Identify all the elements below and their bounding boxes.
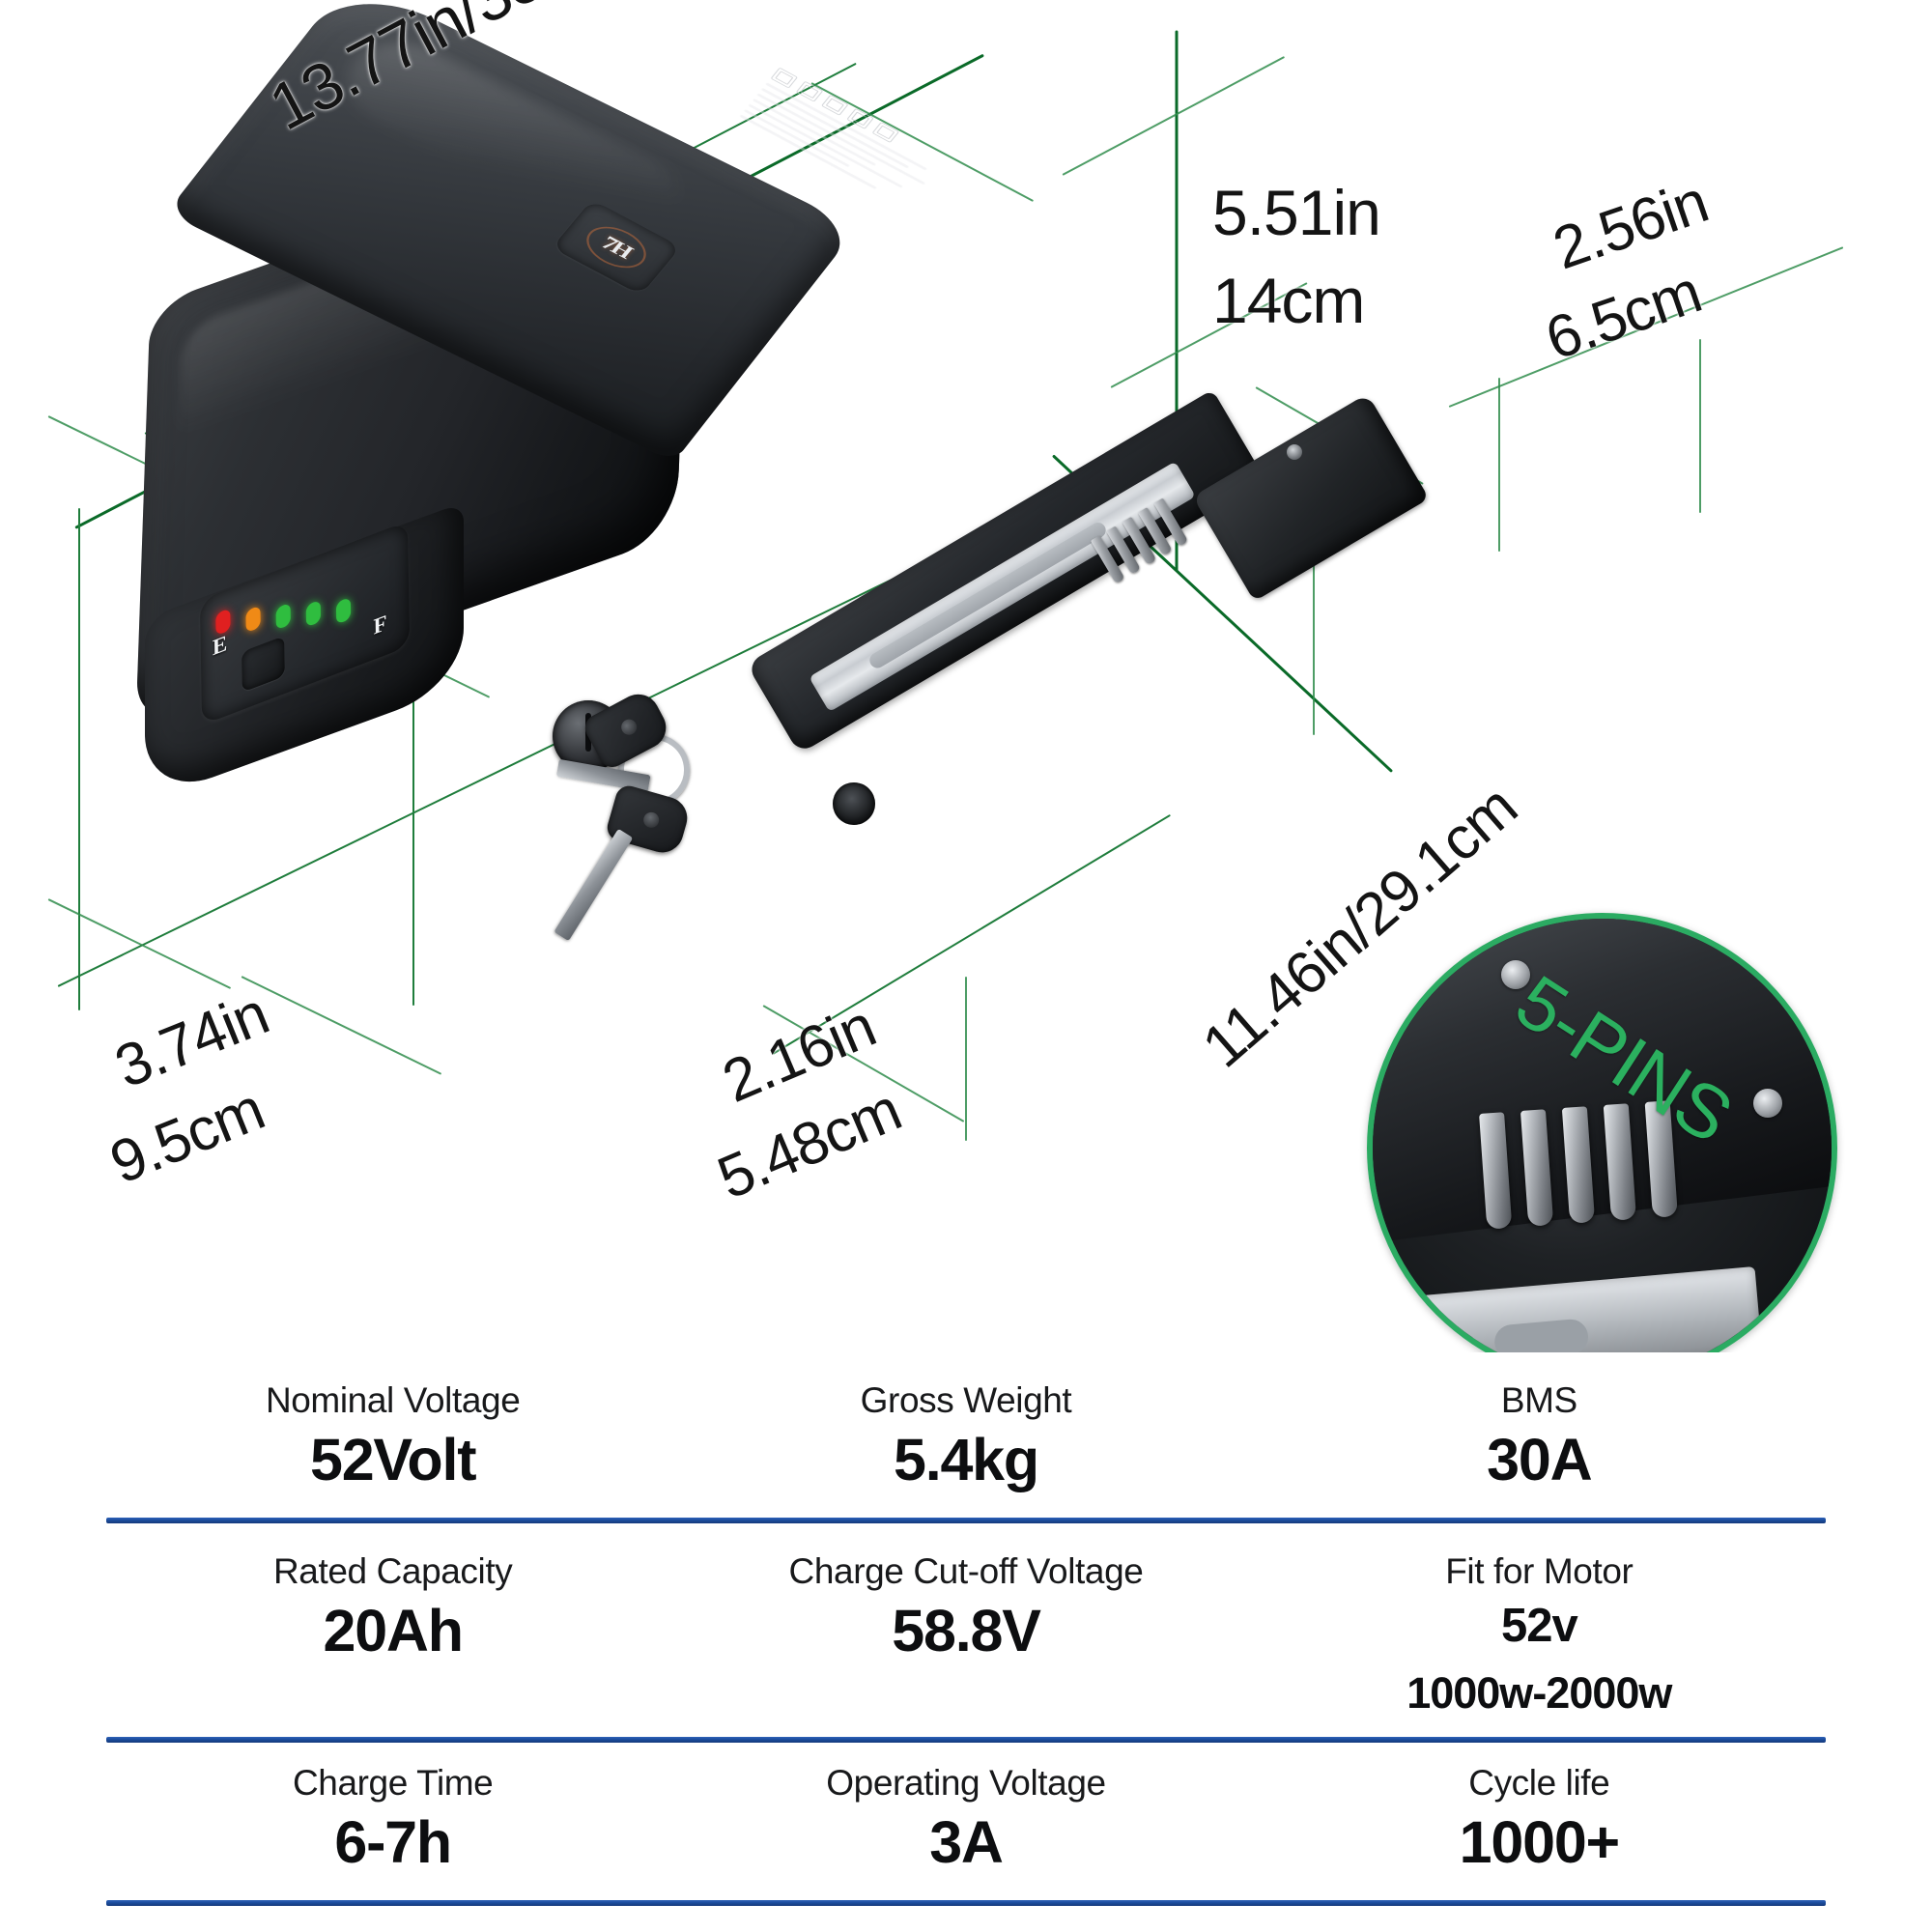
inset-pin-3 [1561, 1105, 1596, 1224]
spec-key-charge-cutoff-voltage: Charge Cut-off Voltage [788, 1551, 1144, 1591]
no-water-icon [871, 122, 900, 144]
dimension-line-left-vertical [78, 508, 80, 1010]
spec-key-operating-voltage: Operating Voltage [826, 1763, 1106, 1804]
no-fire-icon [820, 94, 849, 116]
spec-row-3: Charge Time 6-7h Operating Voltage 3A Cy… [0, 1743, 1932, 1900]
led-full-label: F [373, 610, 387, 639]
spec-value-gross-weight: 5.4kg [893, 1426, 1039, 1492]
inset-screw-1 [1501, 959, 1530, 989]
spec-key-nominal-voltage: Nominal Voltage [265, 1380, 521, 1420]
spec-value-fit-for-motor-voltage: 52v [1500, 1599, 1578, 1652]
spec-cell-rated-capacity: Rated Capacity 20Ah [106, 1551, 679, 1719]
dimension-line-depth-c [1699, 339, 1701, 513]
led-indicator-5 [335, 596, 352, 625]
dimension-line-rail-cross-b [965, 977, 967, 1141]
spec-key-cycle-life: Cycle life [1468, 1763, 1610, 1804]
spec-divider-3 [106, 1900, 1826, 1907]
spec-key-rated-capacity: Rated Capacity [272, 1551, 513, 1591]
led-indicator-2 [245, 605, 261, 634]
spec-value-operating-voltage: 3A [929, 1809, 1004, 1876]
led-indicator-4 [305, 599, 322, 628]
rail-metal-slot [809, 461, 1196, 713]
spec-value-charge-cutoff-voltage: 58.8V [892, 1597, 1041, 1663]
spec-value-bms: 30A [1487, 1426, 1593, 1492]
spec-value-nominal-voltage: 52Volt [309, 1426, 477, 1492]
spec-cell-operating-voltage: Operating Voltage 3A [679, 1764, 1252, 1875]
rail-mounting-hole [833, 782, 875, 825]
spec-cell-cycle-life: Cycle life 1000+ [1253, 1764, 1826, 1875]
key-2-blade [554, 828, 634, 942]
dimension-label-height-in: 5.51in [1212, 177, 1381, 248]
specification-table: Nominal Voltage 52Volt Gross Weight 5.4k… [0, 1360, 1932, 1907]
inset-screw-2 [1753, 1088, 1783, 1118]
spec-cell-fit-for-motor: Fit for Motor 52v 1000w-2000w [1253, 1551, 1826, 1719]
dimension-label-rail-width: 2.16in 5.48cm [708, 983, 923, 1212]
product-illustration: 7H E F [0, 0, 1932, 1352]
spec-cell-bms: BMS 30A [1253, 1380, 1826, 1492]
spec-row-2: Rated Capacity 20Ah Charge Cut-off Volta… [0, 1523, 1932, 1737]
led-indicator-3 [275, 602, 291, 631]
spec-divider-2 [106, 1737, 1826, 1744]
spec-key-bms: BMS [1500, 1380, 1577, 1420]
dimension-line-top-cross-b [1062, 56, 1286, 176]
dimension-label-height-cm: 14cm [1212, 265, 1365, 337]
battery-pack-illustration: 7H E F [116, 0, 947, 942]
spec-value-charge-time: 6-7h [334, 1809, 452, 1876]
spec-cell-nominal-voltage: Nominal Voltage 52Volt [106, 1380, 679, 1492]
spec-cell-charge-cutoff-voltage: Charge Cut-off Voltage 58.8V [679, 1551, 1252, 1719]
mounting-rail-illustration [746, 367, 1430, 908]
no-dispose-icon [770, 67, 799, 89]
spec-key-gross-weight: Gross Weight [860, 1380, 1072, 1420]
inset-pin-4 [1603, 1102, 1637, 1221]
dimension-label-height: 5.51in 14cm [1212, 169, 1381, 345]
dimension-label-depth: 2.56in 6.5cm [1538, 161, 1746, 373]
five-pins-closeup-inset: 5-PINS [1367, 913, 1837, 1352]
recycle-icon [795, 80, 824, 102]
spec-divider-1 [106, 1518, 1826, 1523]
spec-cell-gross-weight: Gross Weight 5.4kg [679, 1380, 1252, 1492]
brand-emblem-glyph: 7H [597, 232, 637, 263]
manual-icon [846, 107, 874, 129]
spec-cell-charge-time: Charge Time 6-7h [106, 1764, 679, 1875]
inset-metal-slot [1397, 1265, 1762, 1352]
dimension-label-width: 3.74in 9.5cm [101, 972, 313, 1197]
spec-key-charge-time: Charge Time [292, 1763, 494, 1804]
rail-screw [1287, 444, 1302, 460]
spec-row-1: Nominal Voltage 52Volt Gross Weight 5.4k… [0, 1360, 1932, 1518]
spec-key-fit-for-motor: Fit for Motor [1445, 1551, 1634, 1591]
spec-value-rated-capacity: 20Ah [323, 1597, 464, 1663]
inset-pin-2 [1520, 1108, 1554, 1227]
dimension-line-depth-b [1498, 378, 1500, 552]
spec-value-fit-for-motor-power: 1000w-2000w [1406, 1668, 1672, 1719]
spec-value-cycle-life: 1000+ [1459, 1809, 1621, 1876]
